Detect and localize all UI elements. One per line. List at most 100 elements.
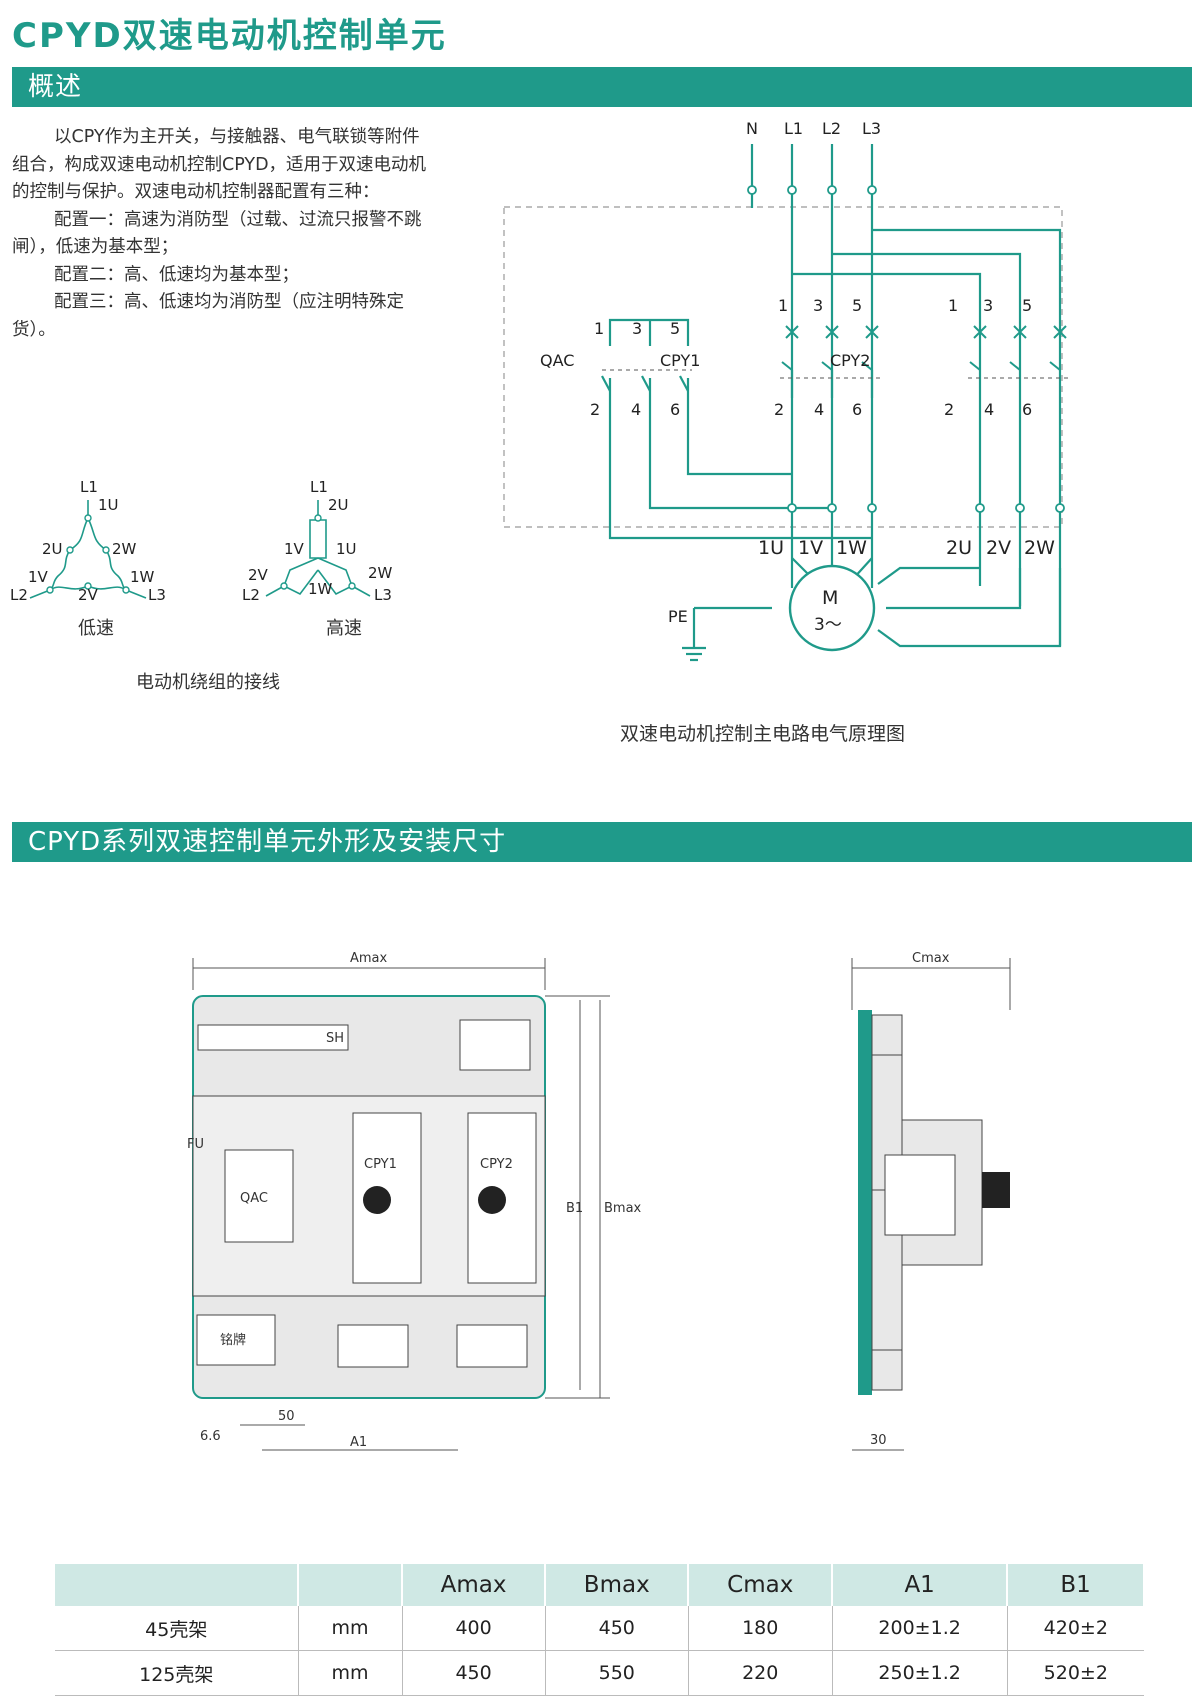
high-L3: L3 [374, 586, 392, 604]
qac-t1: 1 [594, 319, 604, 338]
out-1U: 1U [758, 537, 784, 559]
table-header-Cmax: Cmax [688, 1564, 834, 1606]
table-header-Bmax: Bmax [545, 1564, 690, 1606]
section-header-dimensions: CPYD系列双速控制单元外形及安装尺寸 [12, 822, 1192, 862]
table-cell: 125壳架 [55, 1650, 299, 1696]
dim-A1: A1 [350, 1435, 367, 1450]
cpy1-t3: 3 [813, 296, 823, 315]
high-speed-label: 高速 [326, 618, 362, 639]
table-cell: 45壳架 [55, 1606, 299, 1651]
out-2W: 2W [1024, 537, 1055, 559]
circuit-diagram: N L1 L2 L3 QAC CPY1 CPY2 1 3 5 2 4 6 1 3… [503, 119, 1068, 745]
winding-diagrams: L1 1U 2U 2W 1V 1W L2 2V L3 L1 2U 1V 1U 2… [10, 478, 393, 693]
cpy1-t5: 5 [852, 296, 862, 315]
label-N: N [746, 119, 758, 138]
circuit-caption: 双速电动机控制主电路电气原理图 [620, 723, 905, 745]
table-cell: 520±2 [1007, 1650, 1144, 1696]
low-1W: 1W [130, 568, 155, 586]
table-cell: 420±2 [1007, 1606, 1144, 1651]
high-1V: 1V [284, 540, 305, 558]
out-2V: 2V [986, 537, 1011, 559]
out-1W: 1W [836, 537, 867, 559]
table-header [298, 1564, 403, 1606]
label-FU: FU [187, 1137, 204, 1152]
page-title: CPYD双速电动机控制单元 [12, 16, 447, 56]
high-1U: 1U [336, 540, 357, 558]
cpy2-t3: 3 [983, 296, 993, 315]
motor-M: M [822, 587, 838, 609]
label-QAC-drawing: QAC [240, 1191, 268, 1206]
label-CPY1-drawing: CPY1 [364, 1157, 397, 1172]
label-L1: L1 [784, 119, 803, 138]
cpy2-t5: 5 [1022, 296, 1032, 315]
high-L1: L1 [310, 478, 328, 496]
label-SH: SH [326, 1031, 344, 1046]
low-L3: L3 [148, 586, 166, 604]
front-view-drawing: Amax SH FU QAC CPY1 CPY2 铭牌 50 A1 6.6 B1… [187, 951, 642, 1451]
motor-phase: 3～ [814, 615, 842, 635]
label-nameplate: 铭牌 [220, 1332, 246, 1348]
table-header-A1: A1 [832, 1564, 1009, 1606]
cpy1-t1: 1 [778, 296, 788, 315]
table-cell: 400 [402, 1606, 546, 1651]
cpy2-t6: 6 [1022, 400, 1032, 419]
high-2W: 2W [368, 564, 393, 582]
section-header-overview: 概述 [12, 67, 1192, 107]
high-1W: 1W [308, 580, 333, 598]
out-1V: 1V [798, 537, 823, 559]
table-cell: 250±1.2 [832, 1650, 1008, 1696]
table-cell: mm [298, 1650, 403, 1696]
cpy2-t1: 1 [948, 296, 958, 315]
table-cell: 550 [545, 1650, 689, 1696]
table-cell: 200±1.2 [832, 1606, 1008, 1651]
dim-Amax: Amax [350, 951, 388, 966]
dim-6.6: 6.6 [200, 1429, 221, 1444]
label-L2: L2 [822, 119, 841, 138]
overview-config-1: 配置一：高速为消防型（过载、过流只报警不跳闸），低速为基本型； [12, 209, 422, 258]
table-header-B1: B1 [1007, 1564, 1145, 1606]
table-row: 45壳架 mm 400 450 180 200±1.2 420±2 [55, 1606, 1144, 1651]
low-L2: L2 [10, 586, 28, 604]
qac-t3: 3 [632, 319, 642, 338]
table-cell: 450 [545, 1606, 689, 1651]
qac-t4: 4 [631, 400, 641, 419]
cpy1-t6: 6 [852, 400, 862, 419]
low-L1: L1 [80, 478, 98, 496]
table-header [55, 1564, 299, 1606]
label-L3: L3 [862, 119, 881, 138]
qac-t5: 5 [670, 319, 680, 338]
low-2V: 2V [78, 586, 99, 604]
label-CPY1: CPY1 [660, 351, 700, 370]
table-cell: 220 [688, 1650, 833, 1696]
low-speed-label: 低速 [78, 618, 114, 639]
label-PE: PE [668, 607, 688, 626]
low-1U: 1U [98, 496, 119, 514]
dimension-table: Amax Bmax Cmax A1 B1 45壳架 mm 400 450 180… [55, 1564, 1145, 1696]
label-CPY2: CPY2 [830, 351, 870, 370]
table-cell: mm [298, 1606, 403, 1651]
low-2U: 2U [42, 540, 63, 558]
qac-t2: 2 [590, 400, 600, 419]
overview-config-3: 配置三：高、低速均为消防型（应注明特殊定货）。 [12, 292, 404, 340]
overview-text: 以CPY作为主开关，与接触器、电气联锁等附件组合，构成双速电动机控制CPYD，适… [12, 124, 432, 344]
cpy2-t4: 4 [984, 400, 994, 419]
label-QAC: QAC [540, 351, 574, 370]
high-2V: 2V [248, 566, 269, 584]
cpy1-t4: 4 [814, 400, 824, 419]
cpy2-t2: 2 [944, 400, 954, 419]
label-CPY2-drawing: CPY2 [480, 1157, 513, 1172]
dim-Cmax: Cmax [912, 951, 950, 966]
cpy1-t2: 2 [774, 400, 784, 419]
qac-t6: 6 [670, 400, 680, 419]
winding-caption: 电动机绕组的接线 [136, 672, 280, 693]
high-2U: 2U [328, 496, 349, 514]
table-cell: 450 [402, 1650, 546, 1696]
table-cell: 180 [688, 1606, 833, 1651]
table-header-row: Amax Bmax Cmax A1 B1 [55, 1564, 1145, 1606]
out-2U: 2U [946, 537, 972, 559]
table-row: 125壳架 mm 450 550 220 250±1.2 520±2 [55, 1650, 1144, 1696]
high-L2: L2 [242, 586, 260, 604]
overview-paragraph-1: 以CPY作为主开关，与接触器、电气联锁等附件组合，构成双速电动机控制CPYD，适… [12, 127, 427, 202]
dim-50: 50 [278, 1409, 295, 1424]
low-1V: 1V [28, 568, 49, 586]
